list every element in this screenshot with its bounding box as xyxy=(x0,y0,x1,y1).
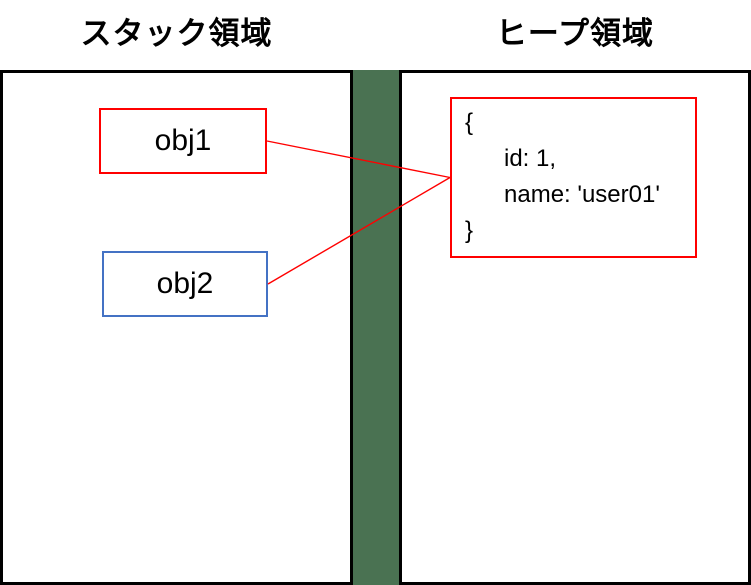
heap-object-line-close: } xyxy=(465,217,474,244)
panel-gap-strip xyxy=(350,70,402,585)
heap-object-line-id: id: 1, xyxy=(504,145,557,172)
heap-object-line-name: name: 'user01' xyxy=(504,181,660,208)
obj2-label: obj2 xyxy=(156,267,214,300)
obj1-label: obj1 xyxy=(154,124,212,157)
heap-object-line-open: { xyxy=(465,109,474,136)
obj2-box: obj2 xyxy=(102,251,268,317)
heap-panel-title: ヒープ領域 xyxy=(495,15,655,51)
heap-object-box: { id: 1, name: 'user01' } xyxy=(450,97,697,258)
stack-panel-title: スタック領域 xyxy=(80,15,273,51)
obj1-box: obj1 xyxy=(99,108,267,174)
